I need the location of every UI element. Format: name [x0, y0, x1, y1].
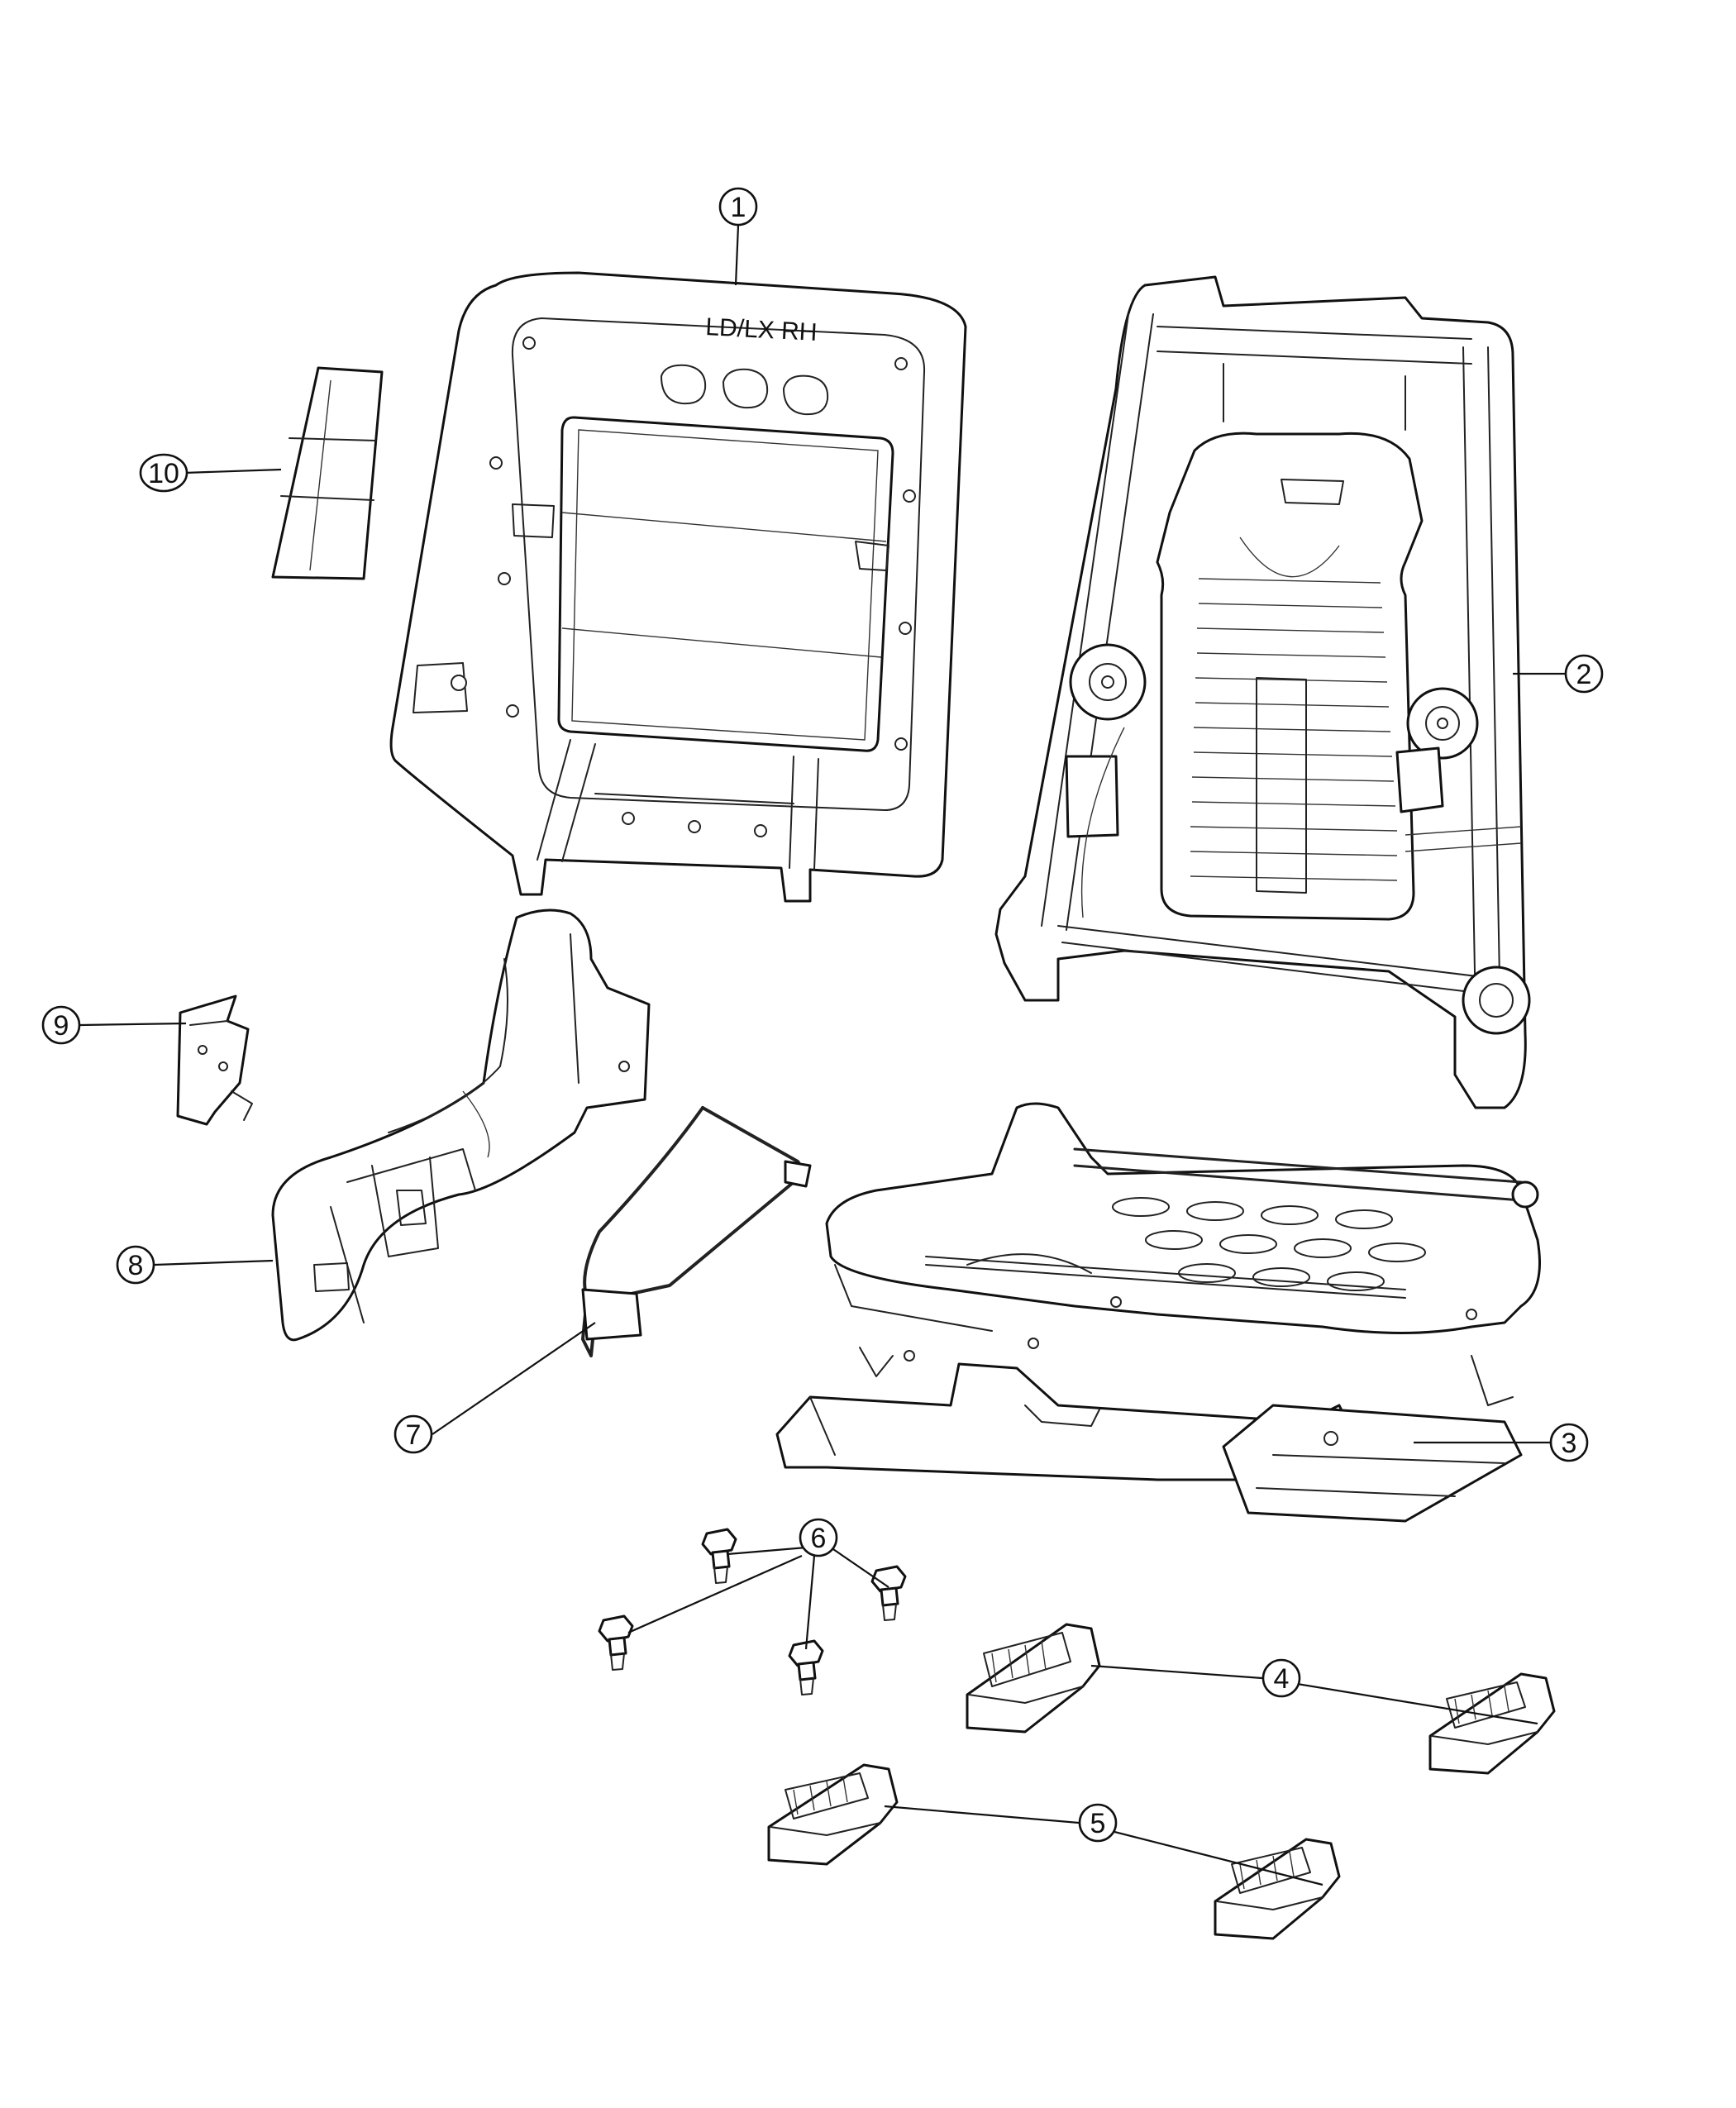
callout-6: 6 — [799, 1518, 838, 1557]
lumbar-slots — [1190, 578, 1398, 894]
callout-6-label: 6 — [811, 1523, 827, 1554]
part-10-trim-panel — [271, 366, 384, 580]
callout-7: 7 — [393, 1414, 433, 1454]
part-4-track-cover-b — [1428, 1672, 1556, 1775]
callout-1-label: 1 — [731, 192, 746, 223]
part-5-track-cover-b — [1214, 1838, 1341, 1940]
part-8-side-shield — [271, 909, 651, 1342]
callout-1: 1 — [718, 187, 758, 227]
callout-9-label: 9 — [54, 1010, 69, 1042]
part-6-bolt-b — [870, 1565, 907, 1621]
part-9-bracket — [176, 994, 253, 1126]
part-1-seat-back-panel: LD/LX RH — [389, 271, 967, 903]
part-2-seat-back-frame — [994, 275, 1531, 1109]
callout-10-label: 10 — [148, 458, 179, 489]
part-4-track-cover-a — [966, 1623, 1101, 1734]
callout-2: 2 — [1564, 654, 1604, 694]
panel-stamp-text: LD/LX RH — [705, 313, 818, 346]
callout-5: 5 — [1078, 1803, 1118, 1843]
callout-10: 10 — [139, 453, 188, 493]
callout-4-label: 4 — [1274, 1663, 1290, 1695]
leader-lines — [79, 225, 1565, 1886]
part-3-seat-cushion-frame — [775, 1102, 1541, 1523]
callout-2-label: 2 — [1576, 659, 1592, 690]
callout-8: 8 — [116, 1245, 155, 1285]
part-6-bolt-a — [701, 1528, 737, 1584]
callout-8-label: 8 — [128, 1250, 144, 1281]
callout-9: 9 — [41, 1005, 81, 1045]
part-5-track-cover-a — [767, 1763, 899, 1866]
part-6-bolt-c — [598, 1614, 634, 1671]
callout-3-label: 3 — [1562, 1428, 1577, 1459]
callout-4: 4 — [1261, 1658, 1301, 1698]
part-6-bolt-d — [788, 1639, 824, 1695]
callout-7-label: 7 — [406, 1419, 422, 1451]
callout-3: 3 — [1549, 1423, 1589, 1462]
part-7-wire-harness — [581, 1106, 812, 1357]
callout-5-label: 5 — [1090, 1808, 1106, 1839]
